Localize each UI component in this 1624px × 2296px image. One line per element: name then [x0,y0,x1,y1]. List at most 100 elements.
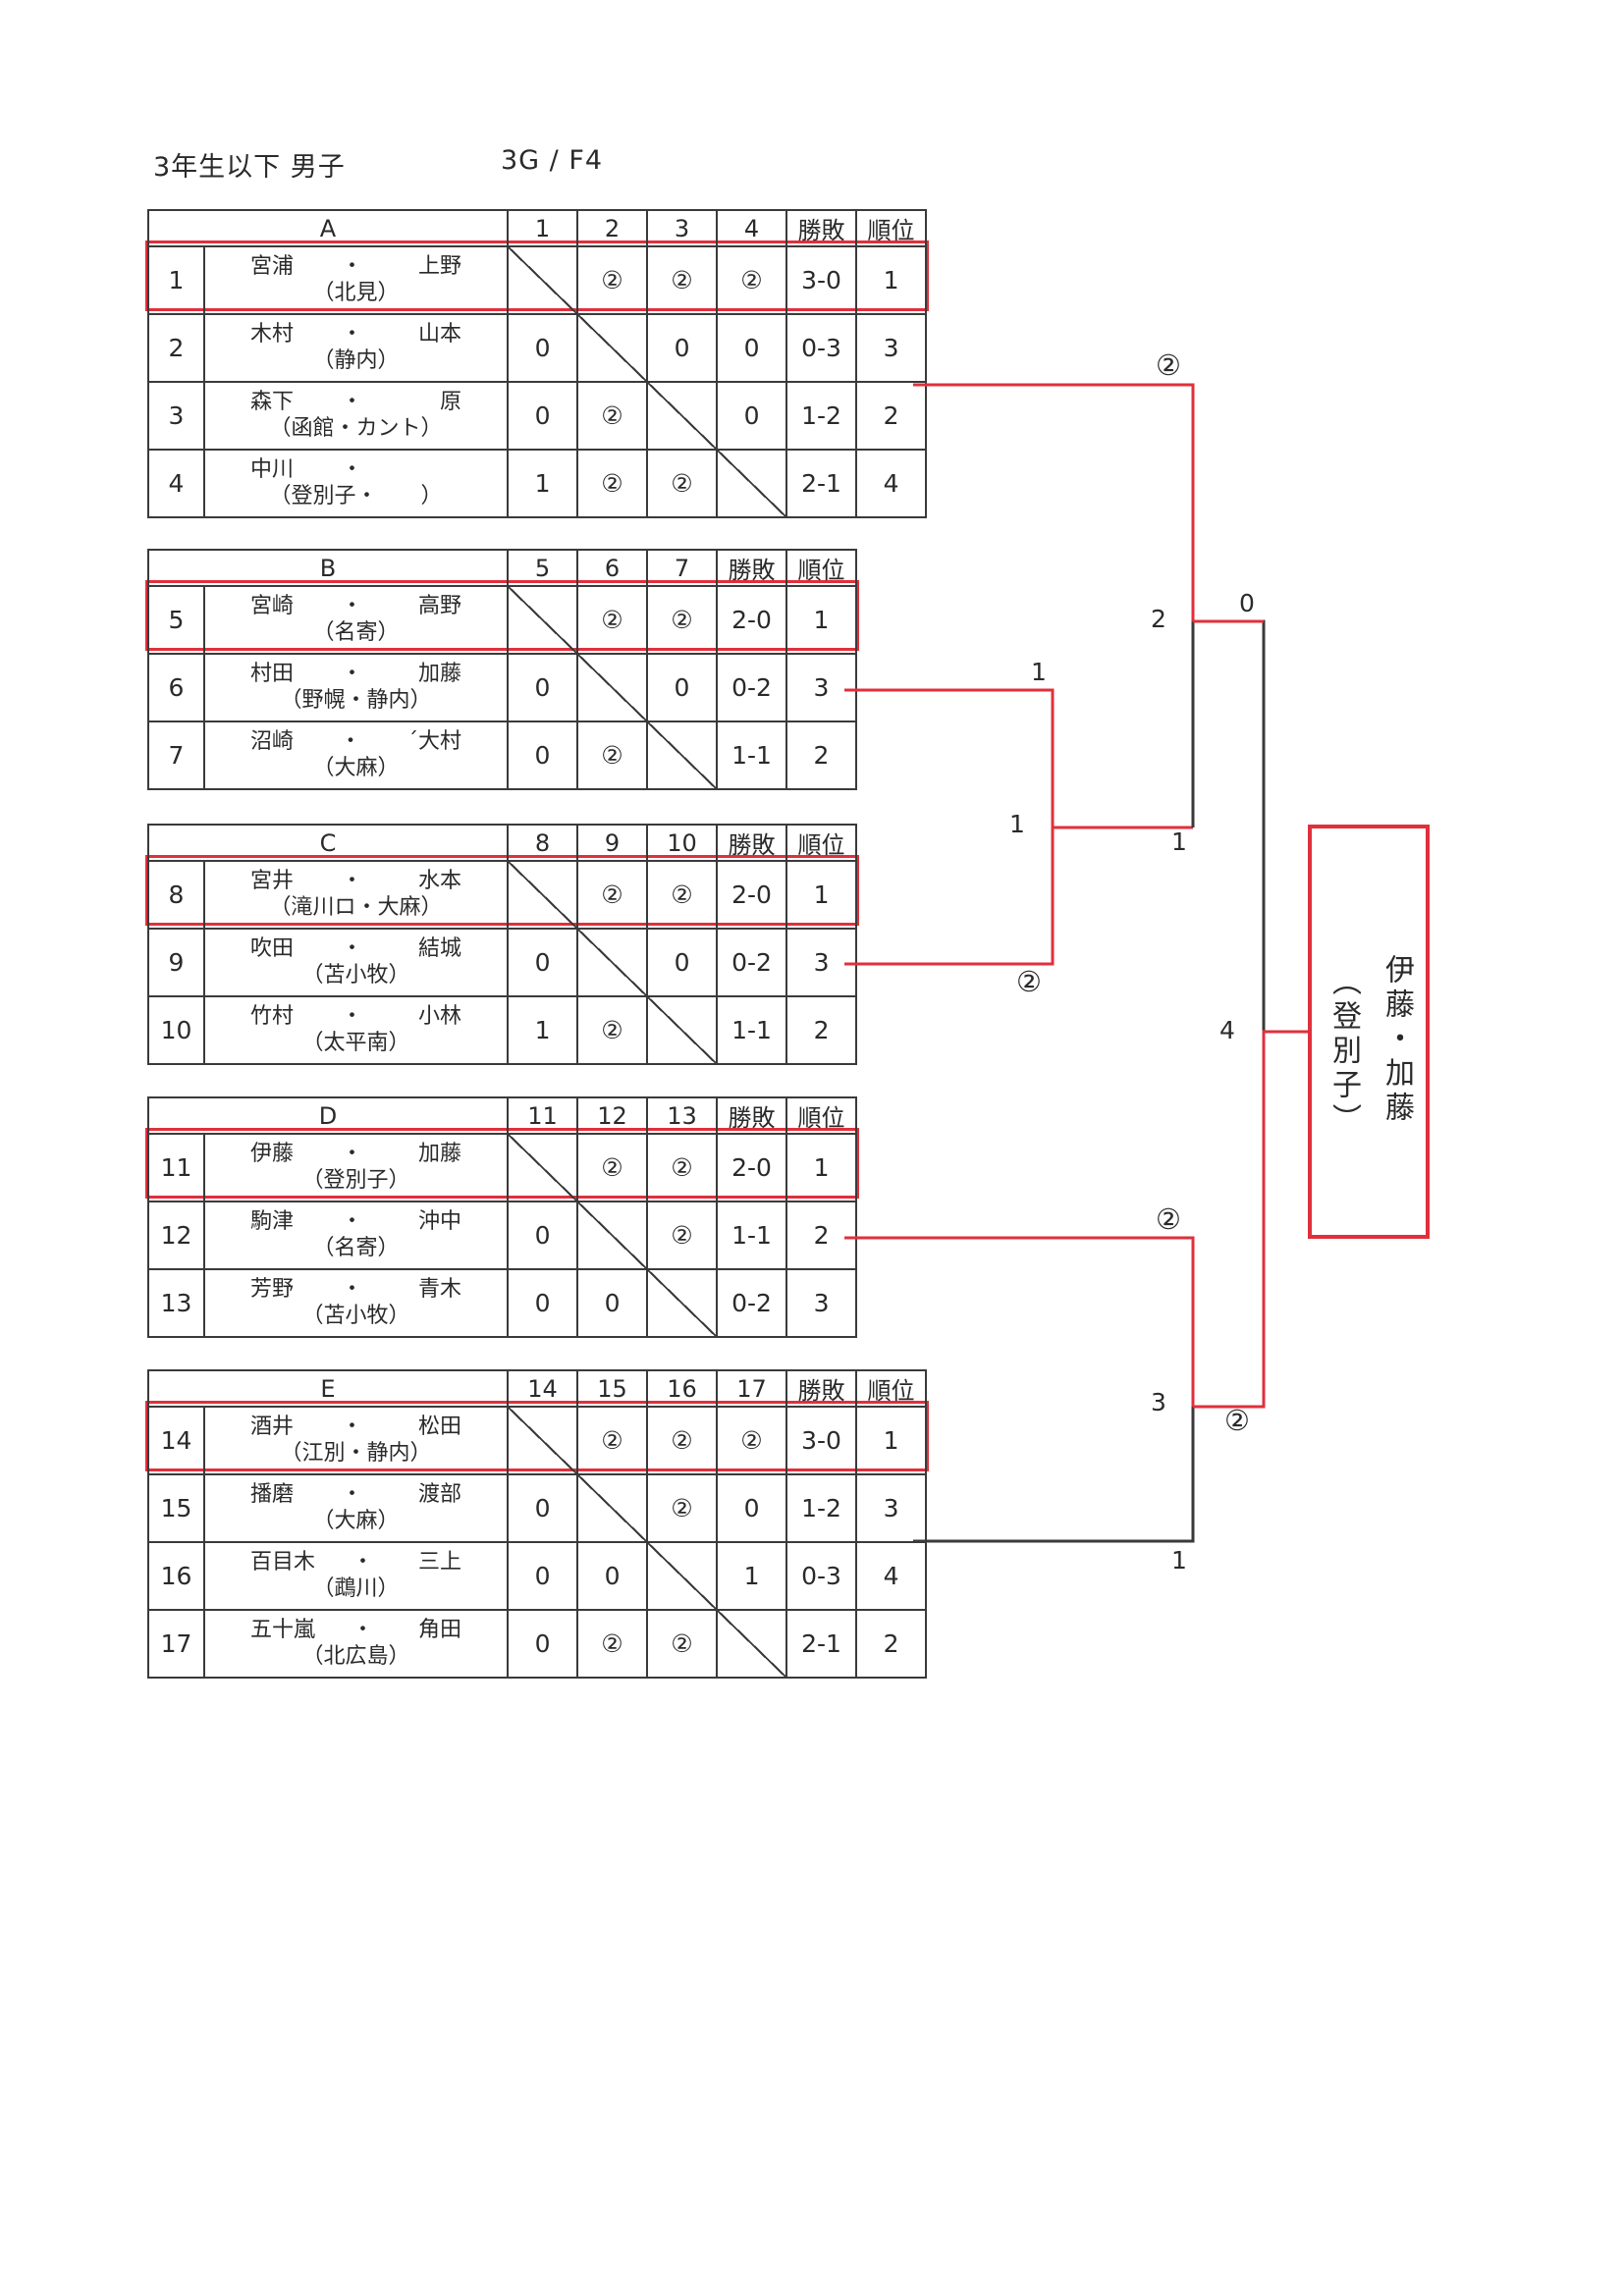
player-1: 百目木 [250,1550,316,1575]
affiliation: （静内） [312,348,400,373]
sf1-a-score: ② [1156,348,1181,382]
match-score: 1 [507,449,579,518]
final-bottom-score: ② [1224,1404,1250,1437]
win-loss: 2-1 [785,1609,858,1679]
self-match-cell [646,721,718,790]
separator: ・ [341,254,363,279]
entry-number: 2 [147,313,205,383]
separator: ・ [341,322,363,347]
column-header: 16 [646,1369,719,1408]
match-score: ② [646,585,718,655]
affiliation: （登別子・ ） [269,484,443,508]
player-1: 宮崎 [250,594,295,618]
player-2: 沖中 [417,1209,461,1234]
rank: 3 [855,1473,928,1543]
win-loss: 1-1 [716,995,788,1065]
champion-names: 伊藤・加藤 [1380,954,1414,1126]
separator: ・ [341,390,363,414]
team-cell: 木村・山本（静内） [202,313,510,383]
entry-number: 15 [147,1473,205,1543]
separator: ・ [341,1004,363,1029]
player-2: 水本 [417,869,461,893]
match-score: 0 [576,1541,649,1611]
column-header: 勝敗 [716,549,787,587]
match-score: 0 [716,313,788,383]
win-loss: 1-2 [785,381,858,451]
separator: ・ [341,1142,363,1166]
match-score: 0 [507,721,578,790]
match-score: 0 [716,381,788,451]
match-score: 0 [507,1541,579,1611]
rank: 2 [785,995,858,1065]
rank: 2 [855,381,928,451]
rank: 2 [855,1609,928,1679]
match-score: ② [576,860,649,930]
entry-number: 7 [147,721,205,790]
self-match-cell [716,449,788,518]
match-score: ② [646,1406,719,1475]
bracket-line-d [844,1236,1195,1407]
self-match-cell [646,1268,719,1338]
pool-name: D [146,1096,510,1135]
match-score: 1 [507,995,579,1065]
match-score: ② [576,995,649,1065]
separator: ・ [339,729,361,754]
player-1: 吹田 [250,936,295,961]
champion-club: （登別子） [1326,966,1361,1138]
column-header: 13 [646,1096,719,1135]
rank: 1 [855,1406,928,1475]
separator: ・ [341,1209,363,1234]
win-loss: 2-0 [716,585,787,655]
self-match-cell [507,860,579,930]
rank: 1 [855,245,928,315]
column-header: 11 [507,1096,579,1135]
bracket-line-c-win [844,826,1193,966]
entry-number: 13 [147,1268,205,1338]
affiliation: （函館・カント） [269,416,443,441]
affiliation: （鵡川） [312,1576,400,1601]
entry-number: 10 [147,995,205,1065]
column-header: 7 [646,549,718,587]
match-score: ② [576,449,649,518]
entry-number: 8 [147,860,205,930]
rank: 2 [785,721,857,790]
player-1: 村田 [250,662,295,686]
affiliation: （名寄） [312,620,400,645]
team-cell: 森下・原（函館・カント） [202,381,510,451]
team-cell: 宮井・水本（滝川ロ・大麻） [202,860,510,930]
separator: ・ [341,594,363,618]
separator: ・ [341,1415,363,1439]
entry-number: 6 [147,653,205,722]
team-cell: 沼崎・´大村（大麻） [203,721,509,790]
separator: ・ [341,936,363,961]
column-header: 17 [716,1369,788,1408]
player-1: 駒津 [250,1209,295,1234]
column-header: 2 [576,209,649,247]
entry-number: 12 [147,1201,205,1270]
rank: 1 [785,585,857,655]
affiliation: （名寄） [312,1236,400,1260]
match-score: 0 [576,1268,649,1338]
team-cell: 竹村・小林（太平南） [202,995,510,1065]
player-2: 高野 [417,594,461,618]
column-header: 順位 [785,549,857,587]
player-2: 小林 [417,1004,461,1029]
match-score: 0 [507,928,579,997]
affiliation: （江別・静内） [280,1441,432,1466]
match-score: ② [646,1473,719,1543]
final-mid-score: 4 [1219,1016,1235,1044]
qf-c-score: ② [1016,965,1042,998]
separator: ・ [341,1277,363,1302]
champion-box: 伊藤・加藤 （登別子） [1308,825,1430,1239]
rank: 2 [785,1201,858,1270]
pool-name: B [147,549,509,587]
entry-number: 17 [147,1609,205,1679]
self-match-cell [576,313,649,383]
